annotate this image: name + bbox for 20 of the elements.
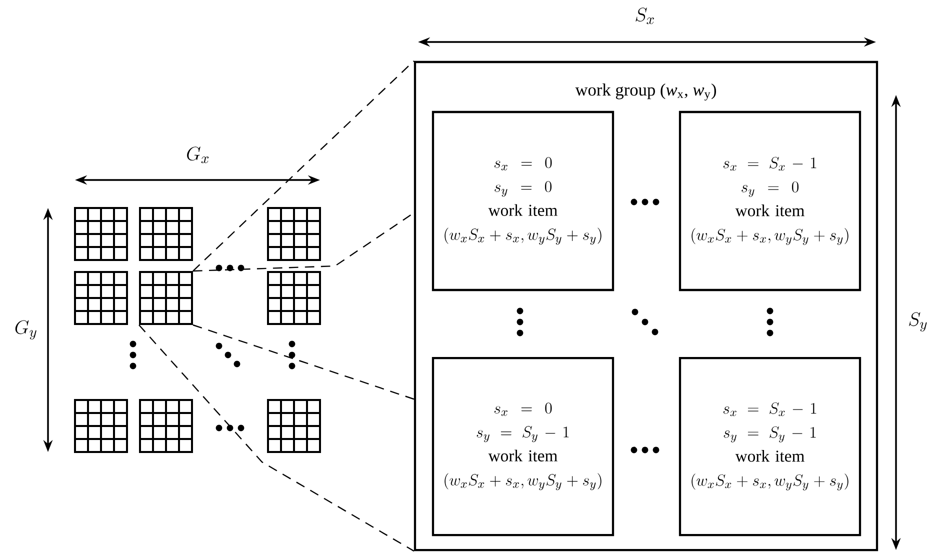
grid-block [267,271,321,325]
dimension-label: $G_x$ [187,146,209,164]
dimension-label: $S_y$ [909,312,927,332]
work-item-box: $s_x = 0$ $s_y = S_y - 1$ work item $(w_xS_x + s_x, w_yS_y + s_y)$ [432,356,614,536]
grid-block [74,399,128,453]
grid-block [74,271,128,325]
grid-block [139,399,193,453]
work-item-box: $s_x = S_x - 1$ $s_y = S_y - 1$ work item $(w_xS_x + s_x, w_yS_y + s_y)$ [678,356,862,536]
work-item-box: $s_x = 0$ $s_y = 0$ work item $(w_xS_x + s_x, w_yS_y + s_y)$ [432,110,614,292]
projection-line [138,324,414,552]
dimension-label: $S_x$ [636,8,654,24]
dimension-label: $G_y$ [15,320,36,340]
projection-line [192,324,414,400]
grid-block [139,207,193,261]
grid-block [74,207,128,261]
work-item-box: $s_x = S_x - 1$ $s_y = 0$ work item $(w_xS_x + s_x, w_yS_y + s_y)$ [678,110,862,292]
grid-block [267,399,321,453]
grid-block [139,271,193,325]
projection-line [192,60,414,272]
grid-block [267,207,321,261]
